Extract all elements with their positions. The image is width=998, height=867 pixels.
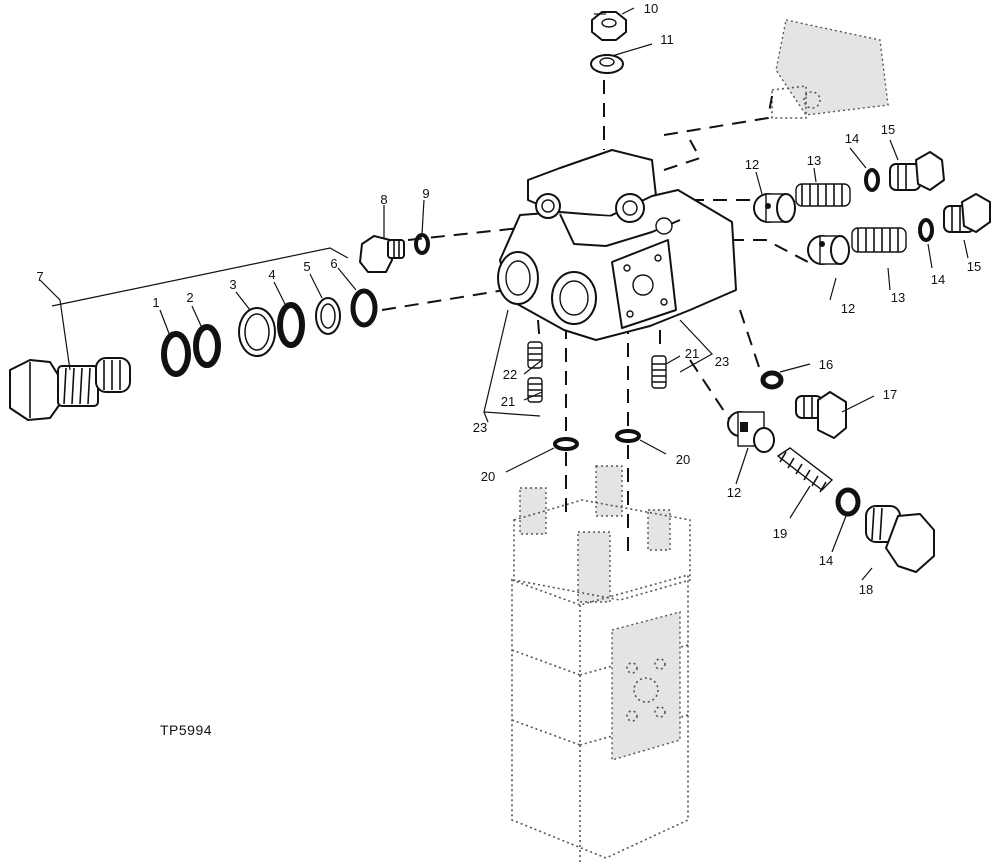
- figure-reference-code: TP5994: [160, 722, 212, 738]
- callout-12-lower: 12: [841, 301, 855, 316]
- ghost-pump-body: [511, 573, 689, 859]
- callout-23-right: 23: [715, 354, 729, 369]
- part-14-o-ring-upper: [864, 168, 880, 192]
- callout-14-upper: 14: [845, 131, 859, 146]
- callout-20-left: 20: [481, 469, 495, 484]
- part-6-o-ring: [350, 288, 378, 328]
- callout-11: 11: [660, 32, 674, 47]
- ghost-pump-port: [633, 677, 659, 703]
- part-4-o-ring: [277, 302, 305, 348]
- part-13-spring-lower: [851, 227, 907, 253]
- callout-4: 4: [268, 267, 275, 282]
- ghost-pump-seam: [511, 649, 581, 676]
- part-19-spring: [776, 447, 834, 493]
- part-8-plug: [359, 235, 405, 273]
- callout-10: 10: [644, 1, 658, 16]
- callout-8: 8: [380, 192, 387, 207]
- callout-9: 9: [422, 186, 429, 201]
- ghost-cylinder-top-right: [771, 19, 889, 119]
- part-12-poppet-lower: [807, 235, 850, 265]
- callout-7: 7: [36, 269, 43, 284]
- part-22-spring: [527, 341, 543, 369]
- part-21-spring-right: [651, 355, 667, 389]
- part-7-adjuster: [9, 357, 131, 421]
- callout-23-left: 23: [473, 420, 487, 435]
- ghost-cylinder-body: [775, 19, 889, 116]
- callout-15-lower: 15: [967, 259, 981, 274]
- part-12-poppet-upper: [753, 193, 796, 223]
- part-18-plug: [865, 505, 935, 573]
- ghost-pump-assembly: [511, 465, 691, 862]
- callout-13-lower: 13: [891, 290, 905, 305]
- part-3-backup-ring: [238, 307, 276, 357]
- callout-12-bottom: 12: [727, 485, 741, 500]
- part-10-nut: [591, 11, 627, 41]
- ghost-pump-stud: [519, 487, 547, 535]
- part-14-o-ring-lower: [918, 218, 934, 242]
- callout-19: 19: [773, 526, 787, 541]
- ghost-pump-stud: [577, 531, 611, 603]
- callout-15-upper: 15: [881, 122, 895, 137]
- leader-lines: [39, 7, 969, 581]
- part-16-o-ring: [760, 370, 784, 390]
- ghost-pump-stud: [647, 509, 671, 551]
- callout-12-upper: 12: [745, 157, 759, 172]
- callout-18: 18: [859, 582, 873, 597]
- ghost-pump-bolt-hole: [654, 706, 666, 718]
- ghost-cylinder-port: [771, 85, 807, 119]
- ghost-pump-bolt-hole: [626, 662, 638, 674]
- part-17-plug: [795, 391, 847, 439]
- callout-3: 3: [229, 277, 236, 292]
- assembly-centerlines: [381, 80, 809, 555]
- ghost-pump-port-plate: [611, 611, 681, 761]
- part-15-plug-upper: [889, 151, 945, 191]
- part-20-o-ring-left: [553, 437, 579, 451]
- part-11-washer: [590, 54, 624, 74]
- callout-2: 2: [186, 290, 193, 305]
- ghost-cylinder-fitting: [803, 91, 821, 109]
- callout-6: 6: [330, 256, 337, 271]
- part-13-spring-upper: [795, 183, 851, 207]
- callout-labels: 10 11 8 9 7 1 2 3 4 5 6 12 13 14 15 12 1…: [36, 1, 981, 597]
- callout-14-lower: 14: [931, 272, 945, 287]
- ghost-pump-bolt-hole: [654, 658, 666, 670]
- part-14-o-ring-bottom: [835, 487, 861, 517]
- callout-16: 16: [819, 357, 833, 372]
- part-12-poppet-bottom: [727, 411, 775, 453]
- valve-body: [497, 149, 737, 341]
- callout-14-bottom: 14: [819, 553, 833, 568]
- ghost-pump-seam: [511, 719, 581, 746]
- part-21-spring-left: [527, 377, 543, 403]
- ghost-pump-bolt-hole: [626, 710, 638, 722]
- callout-21-left: 21: [501, 394, 515, 409]
- part-1-o-ring: [161, 331, 191, 377]
- ghost-pump-stud: [595, 465, 623, 517]
- callout-22: 22: [503, 367, 517, 382]
- callout-1: 1: [152, 295, 159, 310]
- part-5-backup-ring: [315, 297, 341, 335]
- part-15-plug-lower: [943, 193, 991, 233]
- part-9-o-ring: [414, 233, 430, 255]
- callout-17: 17: [883, 387, 897, 402]
- part-20-o-ring-right: [615, 429, 641, 443]
- part-2-o-ring: [193, 324, 221, 368]
- callout-5: 5: [303, 259, 310, 274]
- callout-20-right: 20: [676, 452, 690, 467]
- callout-13-upper: 13: [807, 153, 821, 168]
- callout-21-right: 21: [685, 346, 699, 361]
